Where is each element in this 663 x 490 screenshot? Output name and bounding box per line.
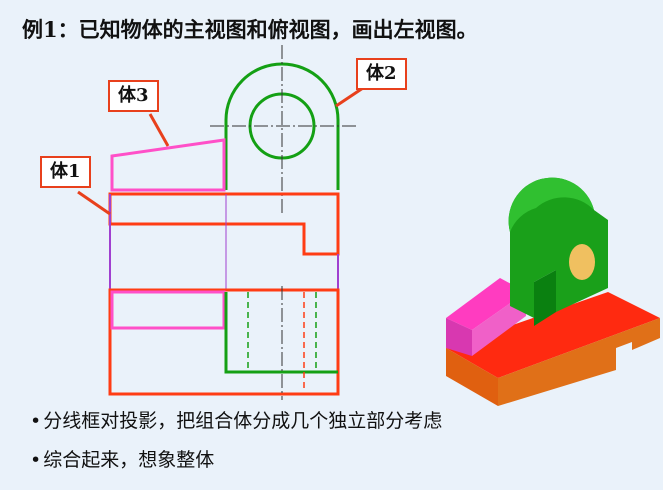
body1-front <box>108 192 340 256</box>
callout-pointer-body1 <box>77 190 111 216</box>
bullet-list: 分线框对投影，把组合体分成几个独立部分考虑 综合起来，想象整体 <box>30 406 442 484</box>
body2-front-outline <box>224 62 340 190</box>
body3-top <box>110 290 226 330</box>
wedge-top-face <box>446 278 526 330</box>
upright-hole <box>569 244 595 280</box>
body3-front <box>110 138 226 192</box>
body1-top <box>108 288 340 396</box>
callout-body1: 体1 <box>40 156 91 188</box>
upright-front-face <box>508 177 608 318</box>
wedge-side-face <box>472 292 526 356</box>
callout-body2: 体2 <box>356 58 407 90</box>
wedge-front-face <box>446 318 472 356</box>
base-side-face <box>498 318 660 406</box>
base-top-face <box>446 292 660 378</box>
isometric-model <box>446 177 660 406</box>
page-title: 例1：已知物体的主视图和俯视图，画出左视图。 <box>22 17 478 42</box>
callout-pointer-body3 <box>148 113 170 147</box>
upright-arch-top <box>508 177 594 232</box>
upright-side-face <box>534 270 556 326</box>
body2-top <box>224 292 338 374</box>
base-front-face <box>446 348 498 406</box>
bullet-item: 综合起来，想象整体 <box>30 445 442 472</box>
bullet-item: 分线框对投影，把组合体分成几个独立部分考虑 <box>30 406 442 433</box>
callout-body3: 体3 <box>108 80 159 112</box>
